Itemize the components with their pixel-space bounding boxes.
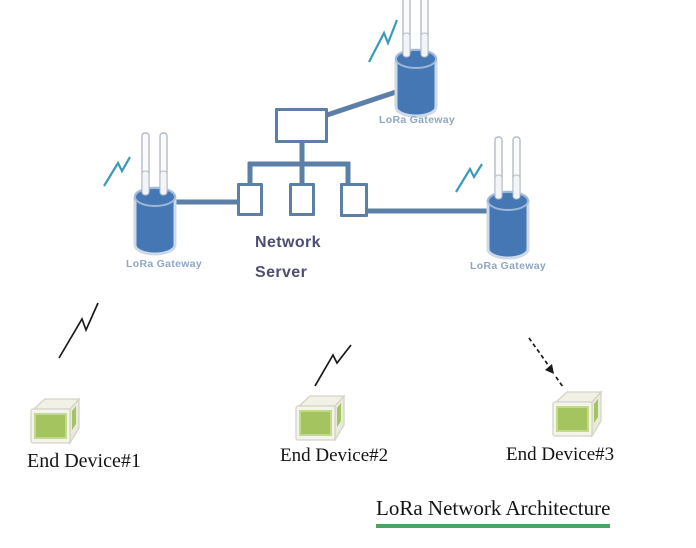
network-server-label-line1: Network (255, 234, 321, 251)
server-node-box-left (237, 183, 263, 216)
signal-arrow-device3-line (528, 337, 552, 370)
lora-gateway-label-right: LoRa Gateway (470, 260, 546, 272)
signal-arrow-device3-head (545, 364, 554, 374)
end-device-icon-1 (30, 397, 81, 446)
wireless-signal-icon-device1 (58, 302, 99, 359)
server-root-box (275, 108, 328, 143)
wireless-signal-icon-right-gateway (455, 163, 483, 193)
diagram-title: LoRa Network Architecture (376, 496, 611, 528)
end-device-label-1: End Device#1 (27, 450, 141, 472)
lora-gateway-icon-left (133, 132, 177, 256)
lora-gateway-label-top: LoRa Gateway (379, 114, 455, 126)
server-node-box-right (340, 183, 368, 217)
end-device-label-2: End Device#2 (280, 445, 389, 466)
end-device-icon-2 (295, 394, 346, 443)
lora-gateway-icon-top (394, 0, 438, 118)
wireless-signal-icon-device2 (314, 344, 352, 387)
signal-arrow-device3-tail (555, 376, 564, 388)
lora-gateway-icon-right (486, 136, 530, 260)
wireless-signal-icon-left-gateway (103, 156, 131, 187)
wireless-signal-icon-top-gateway (368, 19, 399, 63)
lora-gateway-label-left: LoRa Gateway (126, 258, 202, 270)
network-server-label-line2: Server (255, 264, 308, 281)
end-device-icon-3 (552, 390, 603, 439)
network-server-label: Network Server (255, 228, 321, 288)
link-server-to-top-gateway (326, 87, 403, 118)
end-device-label-3: End Device#3 (506, 444, 615, 465)
server-node-box-middle (289, 183, 315, 216)
